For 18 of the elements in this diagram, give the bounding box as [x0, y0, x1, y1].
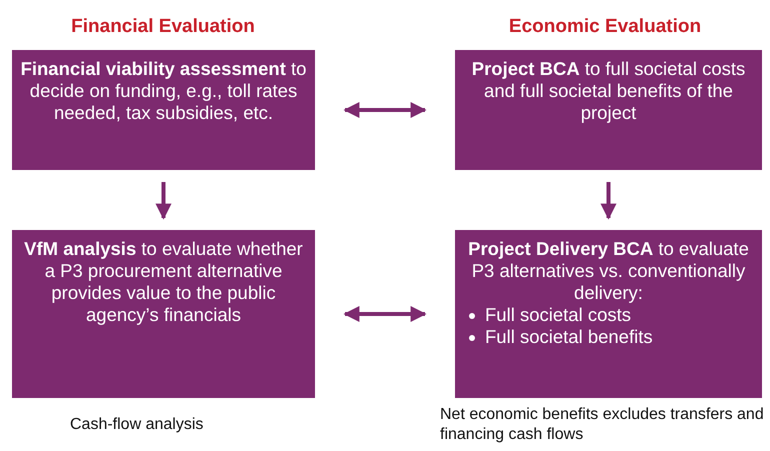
note-text: Net economic benefits excludes transfers and financing cash flows — [440, 405, 765, 445]
arrow — [343, 306, 427, 322]
box-text: Financial viability assessment to decide on funding, e.g., toll rates needed, tax subsidies, etc. — [20, 58, 307, 124]
process-box — [12, 50, 315, 170]
box-text: VfM analysis to evaluate whether a P3 procurement alternative provides value to the public agency’s financials — [23, 238, 304, 326]
note-text: Cash-flow analysis — [70, 415, 204, 435]
process-box — [455, 50, 762, 170]
arrow — [156, 182, 172, 220]
bullet-item: Full societal benefits — [463, 326, 754, 348]
box-text: Project Delivery BCA to evaluate P3 alternatives vs. conventionally delivery: — [467, 238, 750, 304]
arrow — [343, 102, 427, 118]
box-text: Project BCA to full societal costs and full societal benefits of the project — [470, 58, 746, 124]
process-box — [455, 230, 762, 398]
column-heading: Financial Evaluation — [70, 16, 256, 38]
process-box — [12, 230, 315, 398]
column-heading: Economic Evaluation — [508, 16, 702, 38]
arrow — [600, 182, 616, 220]
bullet-item: Full societal costs — [463, 304, 754, 326]
